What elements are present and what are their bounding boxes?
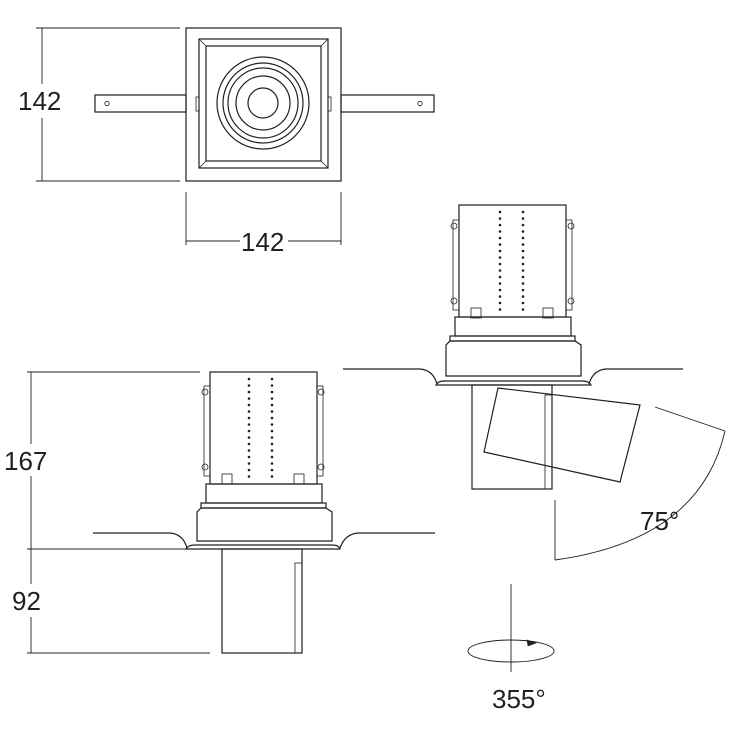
vent-dot (270, 436, 274, 439)
vent-dot (498, 288, 502, 292)
vent-dot (521, 249, 525, 253)
vent-dot (270, 397, 274, 400)
rotation-arrow-icon (467, 639, 555, 663)
vent-dot (247, 475, 251, 478)
vent-dot (498, 308, 502, 311)
vent-dot (521, 223, 525, 227)
vent-dot (521, 282, 525, 285)
vent-dot (270, 429, 274, 433)
housing (209, 371, 318, 485)
top-height-label: 142 (18, 86, 62, 116)
vent-dot (247, 403, 251, 407)
tilted-housing (458, 204, 567, 318)
tilted-trim (471, 384, 553, 490)
vent-dot (498, 269, 502, 272)
vent-dot (498, 295, 502, 298)
vent-dot (270, 410, 274, 413)
vent-dot (247, 442, 251, 446)
vent-dot (498, 230, 502, 233)
vent-dot (270, 377, 274, 381)
rotation-indicator (467, 584, 555, 672)
vent-dot (498, 236, 502, 240)
vent-dot (498, 275, 502, 279)
vent-dot (247, 390, 251, 394)
vent-dot (498, 249, 502, 253)
outer-frame (185, 27, 342, 182)
vent-dot (521, 295, 525, 298)
vent-dot (498, 282, 502, 285)
right-bracket (340, 94, 435, 113)
vent-dot (270, 475, 274, 478)
vent-dot (521, 308, 525, 311)
vent-dot (270, 449, 274, 452)
tilt-angle-label: 75° (640, 506, 680, 536)
vent-dot (521, 230, 525, 233)
trim (221, 548, 303, 654)
vent-dot (270, 462, 274, 465)
vent-dot (521, 301, 525, 305)
vent-dot (521, 236, 525, 240)
side-view-dimensions (27, 371, 210, 654)
tilted-lamp-head (483, 387, 641, 483)
vent-dot (247, 416, 251, 420)
vent-dot (270, 423, 274, 426)
tilted-housing-dots (498, 210, 525, 311)
vent-dot (521, 243, 525, 246)
top-width-label: 142 (241, 227, 285, 257)
lens-outer (216, 56, 310, 150)
rotation-angle-label: 355° (492, 684, 546, 714)
vent-dot (247, 436, 251, 439)
trim-depth-label: 92 (12, 586, 41, 616)
vent-dot (247, 423, 251, 426)
vent-dot (521, 262, 525, 266)
vent-dot (498, 256, 502, 259)
vent-dot (521, 269, 525, 272)
vent-dot (521, 288, 525, 292)
vent-dot (270, 384, 274, 387)
side-view (93, 371, 435, 654)
body-height-label: 167 (4, 446, 48, 476)
vent-dot (498, 243, 502, 246)
vent-dot (247, 455, 251, 459)
vent-dot (521, 217, 525, 220)
vent-dot (521, 210, 525, 214)
vent-dot (270, 403, 274, 407)
vent-dot (498, 217, 502, 220)
top-view (94, 27, 435, 182)
vent-dot (247, 449, 251, 452)
left-bracket (94, 94, 187, 113)
vent-dot (498, 210, 502, 214)
vent-dot (247, 397, 251, 400)
lens-center (247, 87, 279, 119)
vent-dot (521, 256, 525, 259)
housing-dots (247, 377, 274, 478)
vent-dot (270, 442, 274, 446)
vent-dot (498, 262, 502, 266)
vent-dot (270, 455, 274, 459)
vent-dot (247, 462, 251, 465)
vent-dot (498, 301, 502, 305)
vent-dot (247, 429, 251, 433)
tilted-view (343, 204, 726, 561)
vent-dot (270, 416, 274, 420)
vent-dot (498, 223, 502, 227)
vent-dot (270, 390, 274, 394)
top-view-dimensions (36, 27, 342, 245)
vent-dot (521, 275, 525, 279)
vent-dot (247, 468, 251, 472)
vent-dot (247, 410, 251, 413)
vent-dot (270, 468, 274, 472)
vent-dot (247, 377, 251, 381)
vent-dot (247, 384, 251, 387)
